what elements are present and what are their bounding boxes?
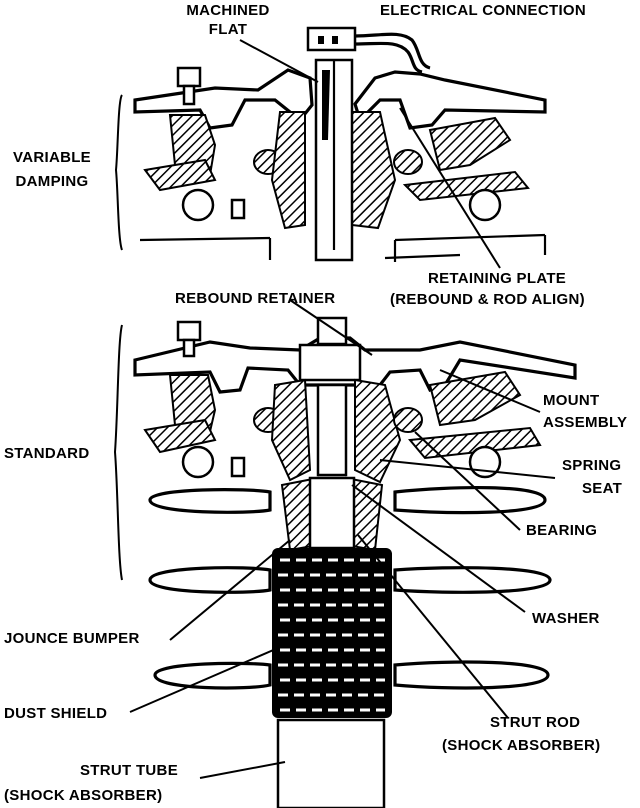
strut-rod-label: STRUT ROD [490, 714, 580, 731]
mount-assembly-label-2: ASSEMBLY [543, 414, 627, 431]
bearing-label: BEARING [526, 522, 597, 539]
machined-flat-label-2: FLAT [209, 21, 247, 38]
retaining-plate-label: RETAINING PLATE [428, 270, 566, 287]
labels: MACHINED FLAT ELECTRICAL CONNECTION VARI… [4, 2, 627, 804]
strut-tube-label: STRUT TUBE [80, 762, 178, 779]
spring-seat-label-2: SEAT [582, 480, 622, 497]
strut-tube-label-2: (SHOCK ABSORBER) [4, 787, 162, 804]
machined-flat-label: MACHINED [186, 2, 269, 19]
leader-lines [113, 39, 556, 779]
variable-damping-assembly [133, 26, 547, 262]
jounce-bumper-label: JOUNCE BUMPER [4, 630, 140, 647]
retaining-plate-label-2: (REBOUND & ROD ALIGN) [390, 291, 585, 308]
variable-damping-label-2: DAMPING [16, 173, 89, 190]
dust-shield-bellows [272, 548, 392, 718]
washer-label: WASHER [532, 610, 600, 627]
rebound-retainer-label: REBOUND RETAINER [175, 290, 335, 307]
variable-damping-label: VARIABLE [13, 149, 91, 166]
standard-label: STANDARD [4, 445, 89, 462]
electrical-connection-label: ELECTRICAL CONNECTION [380, 2, 586, 19]
strut-rod-label-2: (SHOCK ABSORBER) [442, 737, 600, 754]
spring-seat-label: SPRING [562, 457, 621, 474]
dust-shield-label: DUST SHIELD [4, 705, 107, 722]
standard-assembly [133, 316, 577, 808]
mount-assembly-label: MOUNT [543, 392, 600, 409]
